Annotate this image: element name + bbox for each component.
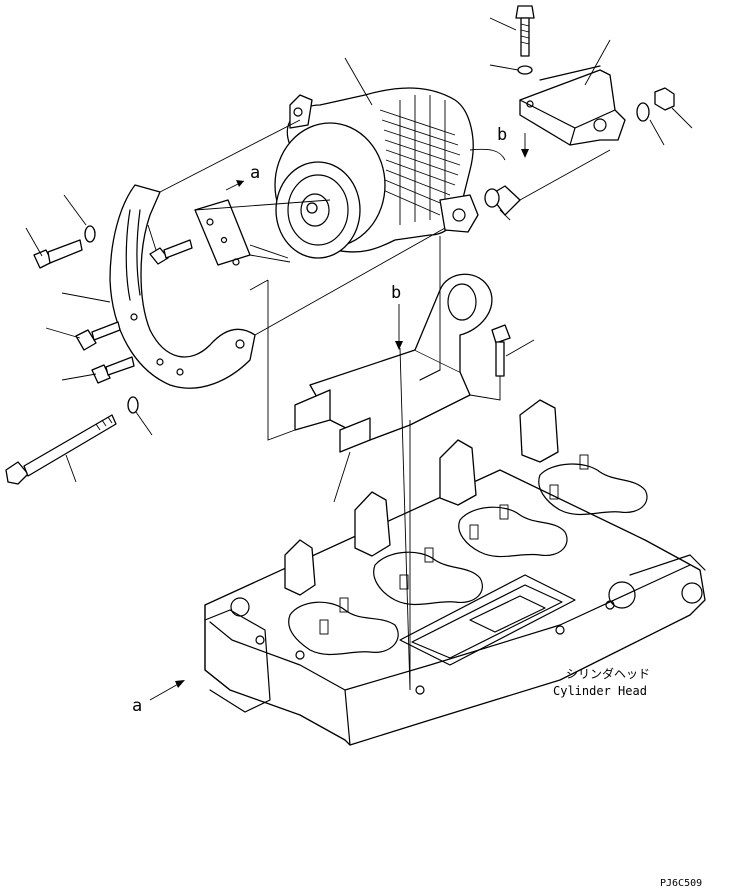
- spacer-collar: [484, 185, 521, 216]
- mid-right-bolt: [491, 324, 511, 377]
- ref-label-b-mid: b: [391, 283, 401, 303]
- ref-label-a-bottom: a: [132, 696, 142, 716]
- cylinder-head-label-en: Cylinder Head: [553, 684, 647, 698]
- right-nut: [654, 87, 675, 111]
- adjusting-bracket: [109, 184, 256, 389]
- arrow-b-mid: [395, 304, 403, 350]
- arrow-b-top: [521, 133, 529, 158]
- right-washer: [636, 102, 650, 122]
- upper-bracket: [519, 65, 626, 146]
- cylinder-head: [204, 399, 706, 746]
- left-bolt-2: [149, 239, 193, 265]
- alternator: [274, 87, 506, 259]
- long-bolt: [5, 414, 117, 485]
- ref-label-b-top: b: [497, 125, 507, 145]
- lower-bracket: [294, 273, 493, 453]
- assembly-lines: [25, 17, 693, 691]
- ref-label-a-top: a: [250, 163, 260, 183]
- top-washer: [517, 65, 533, 75]
- left-bolt-4: [91, 356, 135, 384]
- top-bolt: [515, 5, 535, 57]
- drawing-code: PJ6C509: [660, 878, 702, 889]
- arrow-a-bottom: [149, 680, 185, 701]
- cylinder-head-label-jp: シリンダヘッド: [566, 666, 650, 681]
- left-bolt-1: [33, 239, 83, 269]
- left-washer-1: [84, 225, 96, 243]
- arrow-a-top: [225, 180, 245, 191]
- left-bolt-3: [75, 321, 121, 351]
- left-washer-2: [127, 396, 139, 414]
